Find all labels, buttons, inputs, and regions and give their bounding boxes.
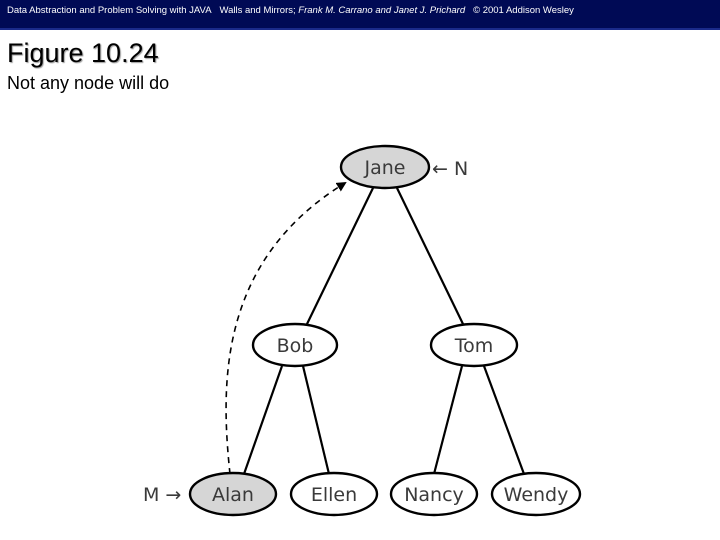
book-title: Data Abstraction and Problem Solving wit… bbox=[7, 5, 212, 16]
tree-node-tom: Tom bbox=[429, 322, 519, 368]
node-ellipse-alan bbox=[188, 471, 278, 517]
edge-jane-tom bbox=[396, 187, 464, 325]
book-authors: Frank M. Carrano and Janet J. Prichard bbox=[298, 5, 466, 16]
node-label-wendy: Wendy bbox=[504, 484, 569, 506]
dashed-arrow-alan-to-jane bbox=[225, 181, 347, 475]
node-label-bob: Bob bbox=[277, 335, 314, 357]
tree-node-nancy: Nancy bbox=[389, 471, 479, 517]
tree-node-wendy: Wendy bbox=[490, 471, 582, 517]
slide-header: Data Abstraction and Problem Solving wit… bbox=[0, 0, 720, 30]
node-label-ellen: Ellen bbox=[311, 484, 357, 506]
pointer-label-n: ← N bbox=[432, 158, 468, 180]
header-text: Data Abstraction and Problem Solving wit… bbox=[7, 5, 574, 16]
node-ellipse-jane bbox=[339, 144, 431, 190]
tree-node-jane: Jane bbox=[339, 144, 431, 190]
book-subtitle: Walls and Mirrors; bbox=[219, 5, 296, 16]
edge-tom-wendy bbox=[482, 365, 526, 475]
node-label-nancy: Nancy bbox=[404, 484, 464, 506]
node-ellipse-nancy bbox=[389, 471, 479, 517]
tree-node-bob: Bob bbox=[251, 322, 339, 368]
tree-edges bbox=[242, 187, 526, 475]
edge-tom-nancy bbox=[432, 365, 464, 475]
node-ellipse-wendy bbox=[490, 471, 582, 517]
edge-bob-ellen bbox=[301, 365, 331, 475]
node-label-alan: Alan bbox=[212, 484, 254, 506]
node-label-jane: Jane bbox=[364, 157, 406, 179]
node-ellipse-tom bbox=[429, 322, 519, 368]
slide-title: Figure 10.24 bbox=[7, 38, 159, 68]
slide-caption: Not any node will do bbox=[7, 73, 170, 93]
node-ellipse-ellen bbox=[289, 471, 379, 517]
pointer-label-m: M → bbox=[143, 484, 181, 506]
edge-jane-bob bbox=[306, 187, 374, 325]
tree-node-alan: Alan bbox=[188, 471, 278, 517]
node-ellipse-bob bbox=[251, 322, 339, 368]
tree-node-ellen: Ellen bbox=[289, 471, 379, 517]
edge-bob-alan bbox=[242, 365, 284, 475]
copyright: © 2001 Addison Wesley bbox=[473, 5, 574, 16]
node-label-tom: Tom bbox=[454, 335, 494, 357]
